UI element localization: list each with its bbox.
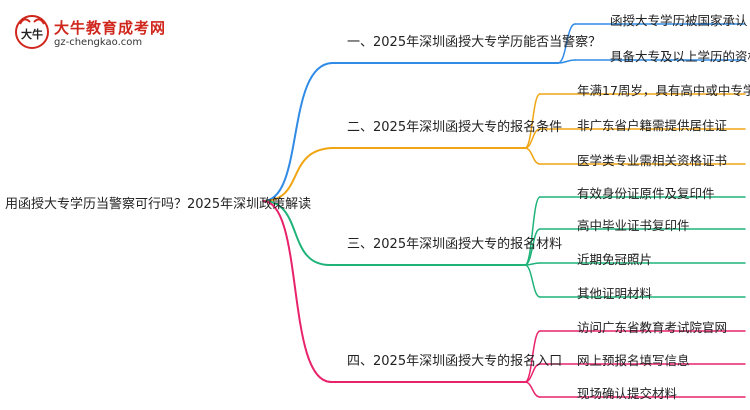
leaf-1-2-connector (557, 59, 576, 64)
leaf-3-3: 近期免冠照片 (577, 252, 653, 267)
leaf-1-2: 具备大专及以上学历的资格 (610, 49, 750, 64)
logo-title: 大牛教育成考网 (54, 19, 167, 37)
branch-2-label: 二、2025年深圳函授大专的报名条件 (347, 120, 563, 135)
branch-1-label: 一、2025年深圳函授大专学历能否当警察？ (347, 35, 602, 50)
branch-4-label: 四、2025年深圳函授大专的报名入口 (347, 354, 563, 369)
leaf-3-1: 有效身份证原件及复印件 (577, 186, 715, 201)
branch-2-curve (262, 147, 333, 202)
branch-3-label: 三、2025年深圳函授大专的报名材料 (347, 237, 563, 252)
leaf-3-2-connector (524, 228, 541, 266)
site-logo[interactable]: 大牛 大牛教育成考网 gz-chengkao.com (14, 14, 184, 54)
logo-mark-text: 大牛 (21, 27, 43, 41)
leaf-3-4-connector (524, 264, 541, 298)
branch-3-curve (262, 200, 333, 267)
leaf-4-3: 现场确认提交材料 (577, 386, 678, 401)
leaf-4-1-connector (524, 330, 541, 383)
leaf-2-2: 非广东省户籍需提供居住证 (577, 118, 728, 133)
leaf-2-1: 年满17周岁，具有高中或中专学历 (577, 83, 750, 98)
branch-4-curve (262, 200, 333, 384)
leaf-1-1-connector (557, 23, 576, 64)
leaf-4-1: 访问广东省教育考试院官网 (577, 320, 728, 335)
bull-logo-icon: 大牛 (15, 15, 49, 49)
leaf-4-2-connector (524, 363, 541, 383)
root-node-label: 用函授大专学历当警察可行吗？2025年深圳政策解读 (5, 197, 312, 212)
logo-url: gz-chengkao.com (54, 37, 143, 48)
leaf-2-3-connector (524, 147, 541, 165)
leaf-2-3: 医学类专业需相关资格证书 (577, 153, 728, 168)
leaf-1-1: 函授大专学历被国家承认 (610, 13, 748, 28)
leaf-3-2: 高中毕业证书复印件 (577, 218, 690, 233)
leaf-2-2-connector (524, 128, 541, 149)
leaf-3-4: 其他证明材料 (577, 286, 653, 301)
leaf-4-3-connector (524, 381, 541, 398)
leaf-4-2: 网上预报名填写信息 (577, 353, 690, 368)
leaf-2-1-connector (524, 93, 541, 149)
branch-1-curve (262, 62, 333, 202)
